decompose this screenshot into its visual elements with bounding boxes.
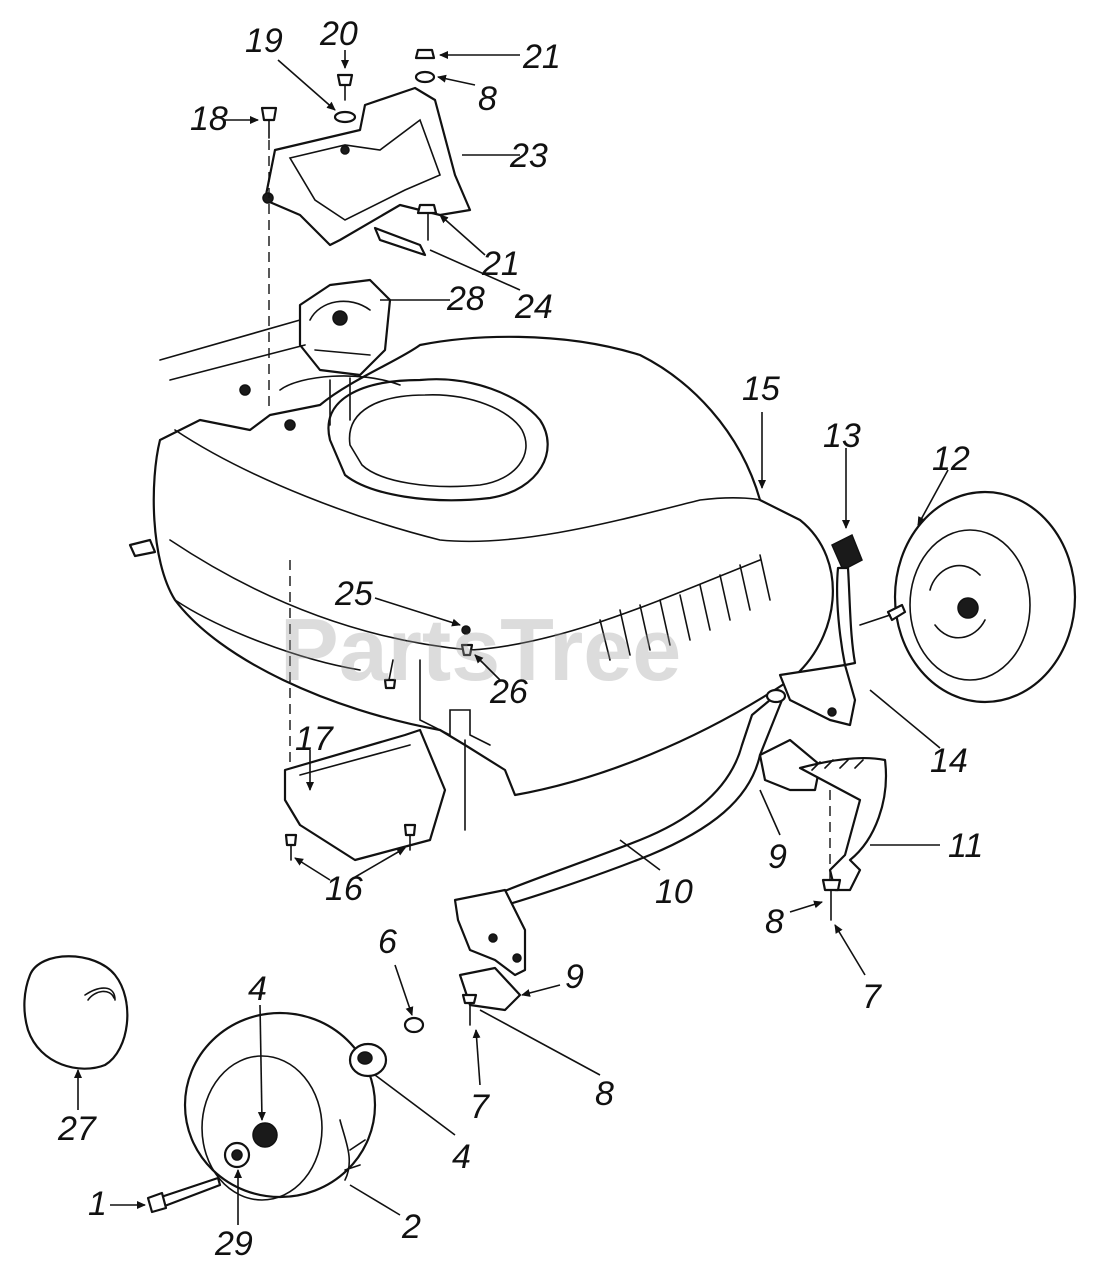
callout-1: 1 (88, 1185, 107, 1223)
callout-9-right: 9 (768, 838, 787, 876)
height-adjust-plates (458, 738, 887, 1026)
callout-20: 20 (319, 15, 358, 53)
callout-8-right: 8 (765, 903, 784, 941)
callout-4-spacer: 4 (452, 1138, 471, 1176)
callout-10: 10 (655, 873, 693, 911)
callout-21-mid: 21 (481, 245, 520, 283)
deflector-screws (284, 823, 417, 861)
rear-axle-rod (453, 688, 787, 977)
callout-7-left: 7 (470, 1088, 490, 1126)
wheel-spacers (348, 1016, 425, 1078)
callout-16: 16 (325, 870, 363, 908)
engine-mount-bracket (279, 278, 401, 426)
callout-21-top: 21 (522, 38, 561, 76)
callout-13: 13 (823, 417, 861, 455)
watermark-text: PartsTree (280, 600, 681, 699)
chute-cover (262, 86, 472, 247)
callout-11: 11 (948, 827, 983, 865)
leader-lines (74, 50, 949, 1225)
callout-14: 14 (930, 742, 968, 780)
right-axle-bracket (778, 663, 857, 727)
callout-8-top: 8 (478, 80, 497, 118)
callout-18: 18 (190, 100, 228, 138)
callout-19: 19 (245, 22, 283, 60)
height-adjust-lever (831, 533, 863, 667)
callout-26: 26 (489, 673, 528, 711)
callout-28: 28 (446, 280, 485, 318)
callout-labels: 18 19 20 21 8 23 21 24 28 15 13 12 14 25… (57, 15, 983, 1263)
right-rear-wheel (859, 490, 1077, 704)
callout-2: 2 (401, 1208, 421, 1246)
left-front-wheel (183, 1011, 377, 1201)
callout-25: 25 (334, 575, 373, 613)
callout-24: 24 (514, 288, 553, 326)
mower-deck-housing (152, 335, 834, 797)
callout-7-right: 7 (862, 978, 882, 1016)
callout-6: 6 (378, 923, 397, 961)
callout-8-left: 8 (595, 1075, 614, 1113)
handle-mount (159, 319, 306, 431)
hub-cap (23, 955, 129, 1070)
top-fasteners (260, 48, 438, 257)
axle-bolt (146, 1176, 222, 1214)
callout-4-hub: 4 (248, 970, 267, 1008)
deck-side-bolt (128, 538, 474, 690)
callout-12: 12 (932, 440, 970, 478)
callout-27: 27 (57, 1110, 97, 1148)
callout-9-left: 9 (565, 958, 584, 996)
callout-17: 17 (295, 720, 334, 758)
callout-15: 15 (742, 370, 780, 408)
callout-29: 29 (214, 1225, 253, 1263)
callout-23: 23 (509, 137, 548, 175)
